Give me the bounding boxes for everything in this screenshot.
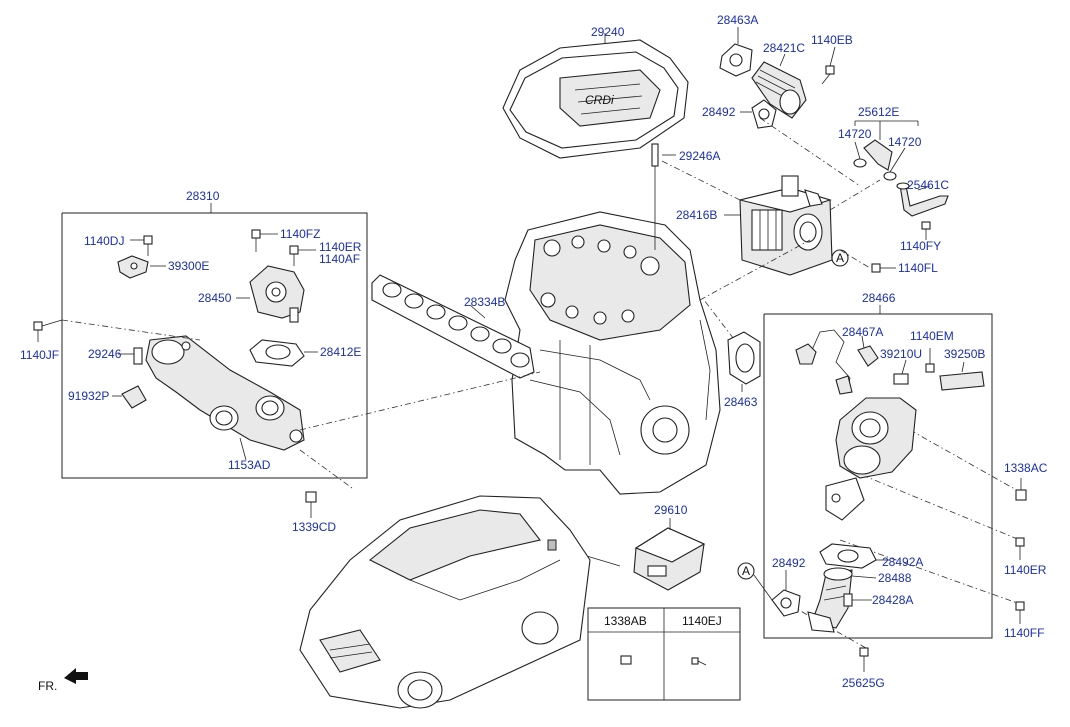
callout-28416B[interactable]: 28416B: [676, 208, 717, 222]
table-header-1140EJ: 1140EJ: [682, 614, 722, 628]
nut-1338AC[interactable]: [1015, 478, 1027, 501]
bracket-91932P[interactable]: [112, 385, 147, 409]
callout-28412E[interactable]: 28412E: [320, 345, 361, 359]
gasket-28463[interactable]: [727, 331, 761, 392]
glow-plug-29246A[interactable]: [651, 143, 676, 250]
bolt-1140FZ[interactable]: [251, 229, 278, 252]
callout-1140FF[interactable]: 1140FF: [1004, 626, 1044, 640]
sensor-39210U[interactable]: [893, 359, 909, 385]
callout-91932P[interactable]: 91932P: [68, 389, 109, 403]
callout-25612E[interactable]: 25612E: [858, 105, 899, 119]
bolt-1140JF[interactable]: [33, 319, 63, 342]
front-arrow-icon: [64, 668, 88, 684]
ref-circle-A-bottom[interactable]: [737, 562, 773, 601]
gasket-28412E[interactable]: [249, 339, 318, 367]
ref-label-A-top: A: [836, 251, 844, 265]
bolt-1140ER-right[interactable]: [1015, 537, 1025, 560]
callout-1338AC[interactable]: 1338AC: [1004, 461, 1048, 475]
callout-28463A[interactable]: 28463A: [717, 13, 758, 27]
callout-1140FY[interactable]: 1140FY: [900, 239, 941, 253]
callout-1140EB[interactable]: 1140EB: [811, 33, 853, 47]
callout-14720-right[interactable]: 14720: [888, 135, 922, 149]
callout-1140ER-right[interactable]: 1140ER: [1004, 563, 1047, 577]
nut-1339CD[interactable]: [305, 491, 317, 518]
bolt-28428A[interactable]: [843, 593, 872, 607]
callout-29240[interactable]: 29240: [591, 25, 625, 39]
sensor-29246[interactable]: [118, 347, 143, 365]
hose-25612E[interactable]: [853, 120, 919, 181]
sensor-39300E[interactable]: [117, 255, 166, 279]
bolt-1140DJ[interactable]: [130, 235, 153, 256]
engine-cover[interactable]: CRDi: [502, 33, 689, 159]
callout-28334B[interactable]: 28334B: [464, 295, 505, 309]
gasket-28492-upper[interactable]: [740, 99, 777, 129]
callout-29246[interactable]: 29246: [88, 347, 122, 361]
callout-28421C[interactable]: 28421C: [763, 41, 805, 55]
callout-28428A[interactable]: 28428A: [872, 593, 913, 607]
bolt-1140ER-left[interactable]: [289, 245, 316, 266]
callout-28463[interactable]: 28463: [724, 395, 758, 409]
callout-28450[interactable]: 28450: [198, 291, 232, 305]
callout-1153AD[interactable]: 1153AD: [228, 458, 271, 472]
callout-1140JF[interactable]: 1140JF: [20, 348, 59, 362]
gasket-28492-lower[interactable]: [771, 570, 801, 617]
bolt-1140EM[interactable]: [925, 348, 935, 373]
callout-1140ER-left[interactable]: 1140ER: [319, 240, 362, 254]
gasket-28463A[interactable]: [719, 27, 753, 77]
pipe-28488[interactable]: [807, 567, 877, 633]
callout-labels: 29240 28463A 28421C 1140EB 28492 25612E …: [20, 13, 1048, 693]
pipe-39250B[interactable]: [939, 361, 985, 391]
callout-28467A[interactable]: 28467A: [842, 325, 883, 339]
callout-28466[interactable]: 28466: [862, 291, 896, 305]
engine-block[interactable]: [504, 211, 721, 495]
bolt-1140EB[interactable]: [821, 46, 836, 85]
callout-1140EM[interactable]: 1140EM: [910, 329, 954, 343]
callout-1140DJ[interactable]: 1140DJ: [84, 234, 124, 248]
callout-1140AF[interactable]: 1140AF: [319, 252, 360, 266]
callout-28310[interactable]: 28310: [186, 189, 220, 203]
callout-1339CD[interactable]: 1339CD: [292, 520, 336, 534]
intake-manifold[interactable]: [145, 335, 305, 461]
group-28310: [61, 203, 368, 479]
callout-25461C[interactable]: 25461C: [907, 178, 949, 192]
intake-gasket-28334B[interactable]: [371, 274, 535, 379]
egr-cooler-28416B[interactable]: [724, 175, 833, 276]
table-header-1338AB: 1338AB: [604, 614, 647, 628]
bolt-25625G[interactable]: [859, 647, 869, 672]
hose-28421C[interactable]: [751, 53, 807, 119]
callout-28488[interactable]: 28488: [878, 571, 912, 585]
bolt-1140FY[interactable]: [921, 221, 931, 240]
front-label: FR.: [38, 679, 57, 693]
parts-table: [587, 607, 741, 701]
callout-39210U[interactable]: 39210U: [880, 347, 922, 361]
svg-text:CRDi: CRDi: [585, 93, 614, 107]
hose-25461C[interactable]: [896, 182, 949, 217]
callout-29610[interactable]: 29610: [654, 503, 688, 517]
actuator-28450[interactable]: [236, 265, 305, 323]
bolt-1140FL[interactable]: [871, 263, 896, 273]
callout-25625G[interactable]: 25625G: [842, 676, 885, 690]
group-28466: [763, 305, 993, 639]
bolt-1140FF[interactable]: [1015, 601, 1025, 624]
callout-1140FL[interactable]: 1140FL: [898, 261, 938, 275]
vehicle-illustration: [299, 495, 591, 709]
callout-28492-upper[interactable]: 28492: [702, 105, 736, 119]
ecu-29610[interactable]: [559, 518, 706, 591]
harness-28467A[interactable]: [795, 329, 879, 395]
callout-29246A[interactable]: 29246A: [679, 149, 720, 163]
callout-39250B[interactable]: 39250B: [944, 347, 985, 361]
callout-14720-left[interactable]: 14720: [838, 127, 872, 141]
callout-39300E[interactable]: 39300E: [168, 259, 209, 273]
gasket-28492A[interactable]: [819, 543, 890, 569]
callout-1140FZ[interactable]: 1140FZ: [280, 227, 320, 241]
callout-28492A[interactable]: 28492A: [882, 555, 923, 569]
ref-label-A-bottom: A: [742, 564, 750, 578]
callout-28492-lower[interactable]: 28492: [772, 556, 806, 570]
egr-valve[interactable]: [825, 397, 917, 521]
